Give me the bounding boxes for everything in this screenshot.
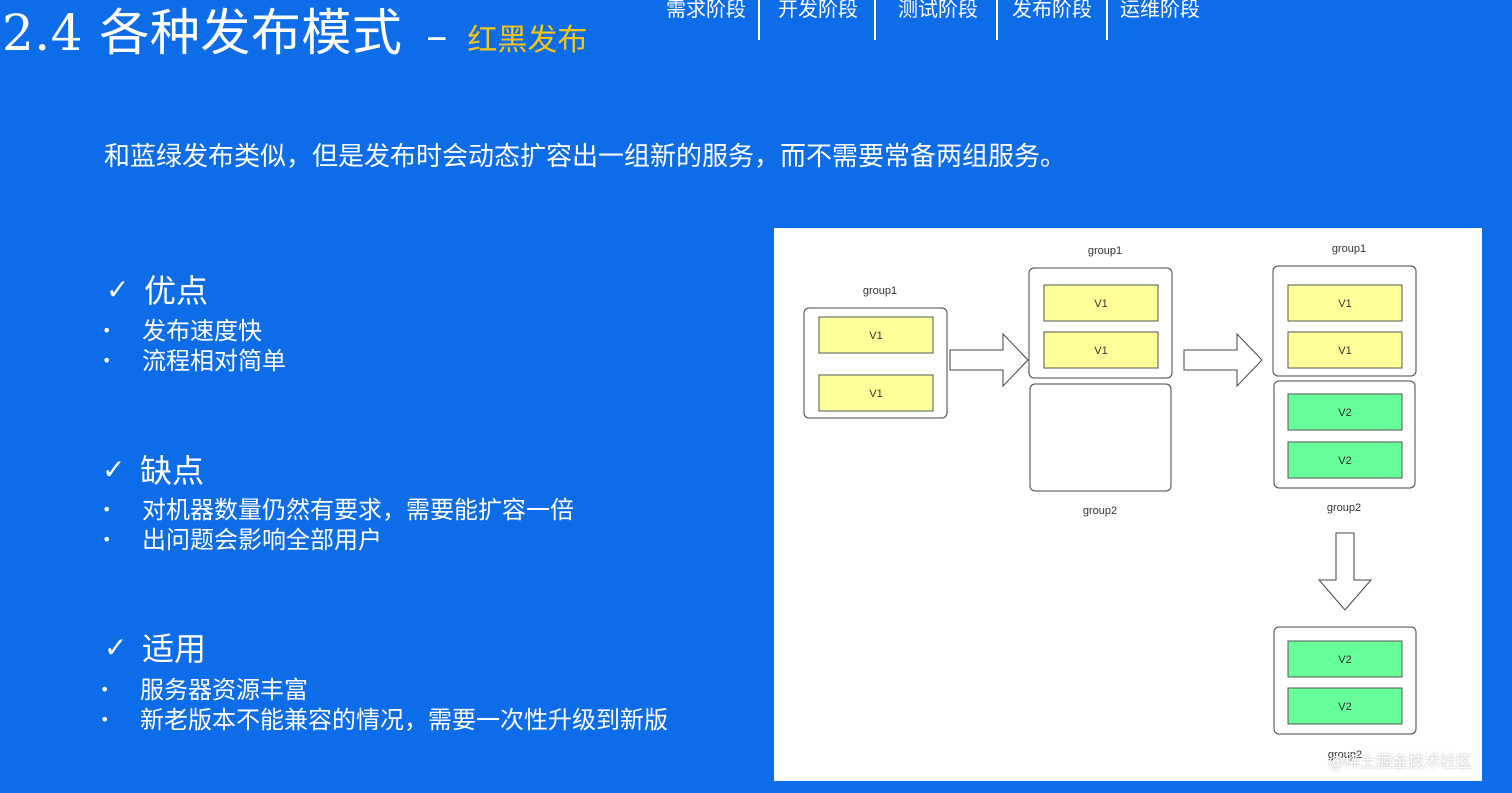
list-item: • 出问题会影响全部用户 (102, 525, 574, 555)
list-item: • 新老版本不能兼容的情况，需要一次性升级到新版 (100, 705, 668, 735)
server-label: V1 (1338, 345, 1351, 357)
pros-list: • 发布速度快 • 流程相对简单 (102, 316, 286, 376)
list-item-text: 服务器资源丰富 (140, 676, 308, 704)
list-item: • 服务器资源丰富 (100, 675, 668, 705)
stage-tab-development[interactable]: 开发阶段 (758, 0, 874, 40)
arrow-right-icon (1183, 332, 1263, 388)
server-box-v1 (1287, 284, 1403, 322)
server-box-v1 (1287, 331, 1403, 369)
server-label: V1 (869, 330, 882, 342)
bullet-icon: • (100, 710, 110, 729)
server-label: V1 (1094, 298, 1107, 310)
bullet-icon: • (102, 500, 112, 519)
check-icon: ✓ (106, 272, 130, 306)
server-label: V2 (1338, 701, 1351, 713)
applicable-list: • 服务器资源丰富 • 新老版本不能兼容的情况，需要一次性升级到新版 (100, 675, 668, 735)
list-item: • 发布速度快 (102, 316, 286, 346)
bullet-icon: • (102, 351, 112, 370)
list-item-text: 新老版本不能兼容的情况，需要一次性升级到新版 (140, 706, 668, 734)
section-heading-applicable: ✓ 适用 (104, 624, 206, 670)
server-box-v2 (1287, 441, 1403, 479)
arrow-down-icon (1317, 532, 1373, 611)
server-label: V1 (1094, 345, 1107, 357)
list-item-text: 发布速度快 (142, 317, 262, 345)
group-label: group1 (1332, 243, 1366, 255)
check-icon: ✓ (102, 452, 126, 486)
group-label: group1 (863, 285, 897, 297)
red-black-deployment-diagram: group1 V1 V1 group1 V1 V1 group2 group1 … (774, 228, 1482, 781)
check-icon: ✓ (104, 630, 128, 664)
stage-navigation: 需求阶段 开发阶段 测试阶段 发布阶段 运维阶段 (660, 0, 1212, 40)
page-subtitle: 红黑发布 (467, 23, 588, 58)
server-box-v2 (1287, 640, 1403, 678)
server-label: V2 (1338, 407, 1351, 419)
server-box-v1 (818, 316, 934, 354)
group-label: group2 (1328, 749, 1362, 761)
page-title: 2.4 各种发布模式 (2, 4, 403, 62)
bullet-icon: • (102, 530, 112, 549)
list-item: • 流程相对简单 (102, 346, 286, 376)
list-item-text: 对机器数量仍然有要求，需要能扩容一倍 (142, 496, 574, 524)
section-heading-label: 适用 (142, 630, 207, 668)
bullet-icon: • (102, 321, 112, 340)
bullet-icon: • (100, 680, 110, 699)
section-heading-pros: ✓ 优点 (106, 266, 208, 312)
server-box-v1 (1043, 284, 1159, 322)
cons-list: • 对机器数量仍然有要求，需要能扩容一倍 • 出问题会影响全部用户 (102, 495, 574, 555)
group-label: group2 (1083, 505, 1117, 517)
section-heading-label: 缺点 (140, 452, 205, 490)
server-label: V2 (1338, 654, 1351, 666)
stage-tab-testing[interactable]: 测试阶段 (874, 0, 996, 40)
server-label: V1 (1338, 298, 1351, 310)
server-box-v1 (1043, 331, 1159, 369)
server-label: V1 (869, 388, 882, 400)
stage-tab-requirements[interactable]: 需求阶段 (666, 0, 746, 21)
watermark: @稀土掘金技术社区 (1328, 752, 1473, 771)
server-box-v1 (818, 374, 934, 412)
list-item-text: 出问题会影响全部用户 (142, 526, 382, 554)
group-container-empty (1029, 383, 1172, 492)
group-label: group2 (1327, 502, 1361, 514)
stage-tab-release[interactable]: 发布阶段 (996, 0, 1106, 40)
server-box-v2 (1287, 687, 1403, 725)
section-heading-cons: ✓ 缺点 (102, 446, 204, 492)
server-box-v2 (1287, 393, 1403, 431)
arrow-right-icon (949, 332, 1029, 388)
title-separator: – (426, 11, 448, 60)
stage-tab-operations[interactable]: 运维阶段 (1106, 0, 1212, 40)
section-heading-label: 优点 (144, 272, 209, 310)
group-label: group1 (1088, 245, 1122, 257)
list-item: • 对机器数量仍然有要求，需要能扩容一倍 (102, 495, 574, 525)
intro-text: 和蓝绿发布类似，但是发布时会动态扩容出一组新的服务，而不需要常备两组服务。 (104, 142, 1067, 172)
page-title-row: 2.4 各种发布模式 – 红黑发布 (2, 2, 587, 64)
list-item-text: 流程相对简单 (142, 347, 286, 375)
server-label: V2 (1338, 455, 1351, 467)
